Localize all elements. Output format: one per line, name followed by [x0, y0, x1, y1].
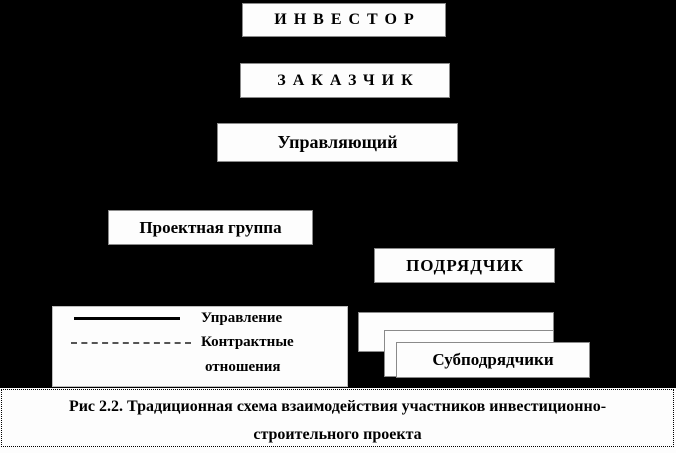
legend-contract-label-line1: Контрактные: [201, 334, 294, 350]
customer-box: ЗАКАЗЧИК: [240, 63, 450, 98]
legend-management-label: Управление: [201, 310, 283, 326]
legend-contract-label-line2: отношения: [205, 359, 281, 375]
contractor-box: ПОДРЯДЧИК: [374, 248, 555, 283]
caption-line-1: Рис 2.2. Традиционная схема взаимодейств…: [68, 398, 607, 415]
solid-line-icon: [74, 317, 180, 320]
figure-caption-bar: Рис 2.2. Традиционная схема взаимодейств…: [0, 388, 676, 453]
dashed-line-icon: [71, 342, 191, 344]
manager-box: Управляющий: [217, 123, 458, 162]
figure-caption: Рис 2.2. Традиционная схема взаимодейств…: [1, 389, 674, 447]
caption-line-2: строительного проекта: [253, 426, 422, 443]
investor-box: ИНВЕСТОР: [242, 3, 446, 37]
legend-box: Управление Контрактные отношения: [52, 306, 348, 387]
project-group-box: Проектная группа: [108, 210, 313, 245]
subcontractors-box-front: Субподрядчики: [396, 342, 590, 378]
